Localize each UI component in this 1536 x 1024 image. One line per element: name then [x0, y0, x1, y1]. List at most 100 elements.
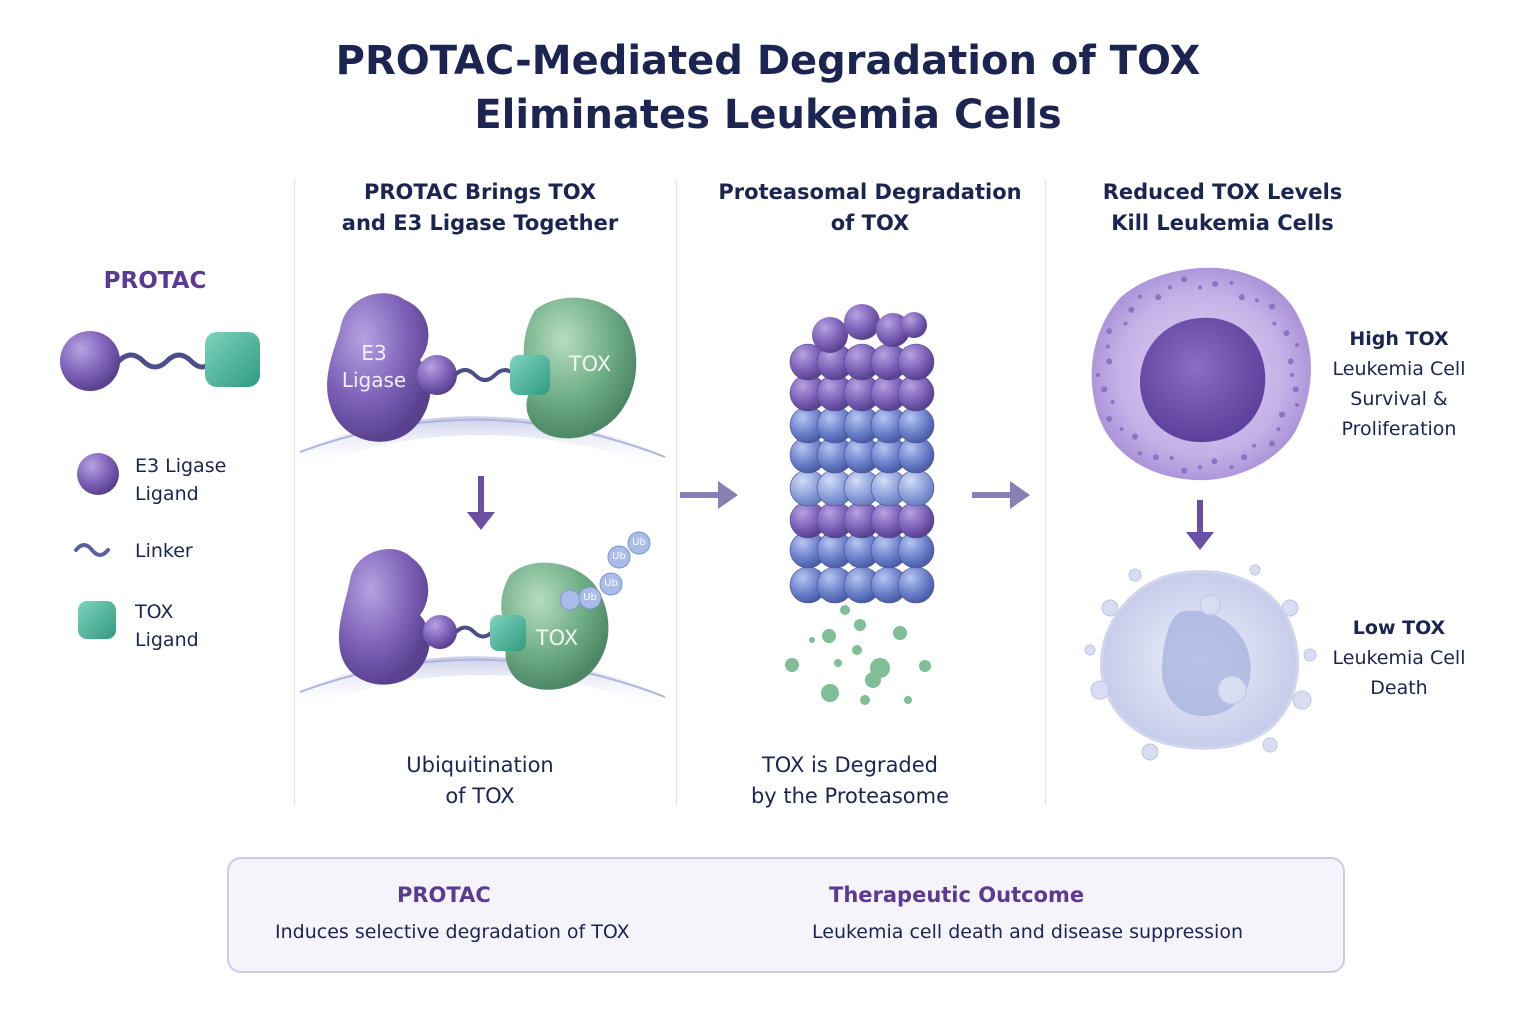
ternary-complex-top: [299, 293, 666, 470]
granule: [1106, 358, 1113, 365]
panel-2-heading: Proteasomal Degradation of TOX: [690, 177, 1050, 239]
tox-fragment: [785, 658, 799, 672]
ub-bead-5: [627, 531, 651, 555]
high-tox-line-4: Proliferation: [1341, 418, 1457, 440]
granule: [1295, 343, 1300, 348]
granule: [1131, 433, 1138, 440]
e3-label-line-2: Ligase: [341, 368, 407, 392]
granule: [1238, 294, 1245, 301]
legend-heading: PROTAC: [103, 268, 207, 294]
tox-fragments: [785, 605, 931, 705]
debris-fragment: [1128, 568, 1142, 582]
panel-3-heading-line-2: Kill Leukemia Cells: [1111, 211, 1334, 235]
panel-1-caption-line-1: Ubiquitination: [406, 753, 554, 777]
panel-2-caption-line-1: TOX is Degraded: [761, 753, 939, 777]
green-square-icon: [78, 601, 116, 639]
arrow-down-icon-2: [1186, 500, 1214, 550]
debris-fragment: [1101, 599, 1119, 617]
summary-right-text: Leukemia cell death and disease suppress…: [812, 921, 1243, 943]
summary-left-title: PROTAC: [397, 883, 491, 907]
e3-ligase-blob-top: [327, 293, 431, 442]
divider-1: [294, 180, 295, 805]
proteasome-subunit: [897, 374, 935, 412]
granule: [1138, 451, 1143, 456]
granule: [1155, 294, 1162, 301]
purple-sphere-icon: [77, 453, 119, 495]
granule: [1106, 415, 1113, 422]
legend-e3-line-2: Ligand: [135, 483, 199, 505]
granule: [1287, 358, 1294, 365]
tox-blob-top: [523, 297, 637, 439]
high-tox-line-3: Survival &: [1350, 388, 1448, 410]
ub-label-4: Ub: [632, 537, 646, 548]
panel-1-heading: PROTAC Brings TOX and E3 Ligase Together: [300, 177, 660, 239]
legend-tox-line-1: TOX: [135, 601, 174, 623]
legend-e3-line-1: E3 Ligase: [135, 455, 227, 477]
granule: [1181, 276, 1188, 283]
proteasome-cap-subunit: [812, 317, 848, 353]
debris-fragment: [1303, 648, 1317, 662]
tox-fragment: [919, 660, 931, 672]
ub-bead-3: [599, 572, 623, 596]
protac-sphere-top: [417, 355, 457, 395]
granule: [1269, 440, 1276, 447]
protac-linker: [116, 352, 214, 370]
debris-fragment: [1090, 680, 1110, 700]
granule: [1295, 402, 1300, 407]
low-tox-line-2: Leukemia Cell: [1332, 647, 1466, 669]
leukemia-cell-dead: [1084, 564, 1317, 761]
tox-fragment: [840, 605, 850, 615]
granule: [1181, 467, 1188, 474]
e3-ligase-blob-bottom: [339, 549, 430, 685]
proteasome: [789, 304, 935, 604]
tox-blob-label-top: TOX: [568, 352, 612, 376]
granule: [1272, 321, 1277, 326]
high-tox-label: High TOX Leukemia Cell Survival & Prolif…: [1318, 324, 1480, 444]
panel-2-heading-line-1: Proteasomal Degradation: [718, 180, 1022, 204]
ub-label-3: Ub: [612, 551, 626, 562]
granule: [1278, 411, 1285, 418]
granule: [1283, 330, 1290, 337]
proteasome-subunit: [897, 406, 935, 444]
debris-fragment: [1281, 599, 1299, 617]
ub-label-1: Ub: [583, 592, 597, 603]
ub-bead-4: [607, 545, 631, 569]
proteasome-cap-subunit: [901, 312, 927, 338]
granule: [1211, 458, 1218, 465]
live-cell-nucleus: [1140, 317, 1266, 443]
ub-label-2: Ub: [604, 578, 618, 589]
legend-item-linker: Linker: [135, 537, 193, 565]
granule: [1229, 465, 1234, 470]
panel-2-caption: TOX is Degraded by the Proteasome: [700, 750, 1000, 812]
e3-label-line-1: E3: [361, 341, 387, 365]
tox-fragment: [865, 672, 881, 688]
panel-1-heading-line-2: and E3 Ligase Together: [341, 211, 619, 235]
leukemia-cell-live: [1091, 267, 1311, 481]
granule: [1152, 454, 1159, 461]
protac-molecule-icon: [60, 331, 260, 391]
granule: [1105, 344, 1110, 349]
legend-item-tox-ligand: TOX Ligand: [135, 598, 199, 654]
granule: [1168, 285, 1173, 290]
panel-1-caption: Ubiquitination of TOX: [330, 750, 630, 812]
granule: [1252, 443, 1257, 448]
tox-fragment: [893, 626, 907, 640]
cell-debris: [1084, 564, 1317, 761]
tox-fragment: [904, 696, 912, 704]
tox-blob-label-bottom: TOX: [535, 626, 579, 650]
protac-tox-ligand-block: [205, 332, 260, 387]
granule: [1106, 328, 1113, 335]
panel-3-heading-line-1: Reduced TOX Levels: [1102, 180, 1343, 204]
granule: [1169, 456, 1174, 461]
proteasome-subunit: [897, 469, 935, 507]
legend-item-e3-ligand: E3 Ligase Ligand: [135, 452, 226, 508]
page-title: PROTAC-Mediated Degradation of TOX Elimi…: [0, 34, 1536, 142]
debris-fragment: [1217, 675, 1247, 705]
granule: [1292, 386, 1299, 393]
granule: [1255, 298, 1260, 303]
proteasome-cap-subunit: [844, 304, 880, 340]
panel-1-caption-line-2: of TOX: [445, 784, 515, 808]
protac-block-top: [510, 355, 550, 395]
e3-ligase-blob-label: E3 Ligase: [332, 340, 416, 394]
